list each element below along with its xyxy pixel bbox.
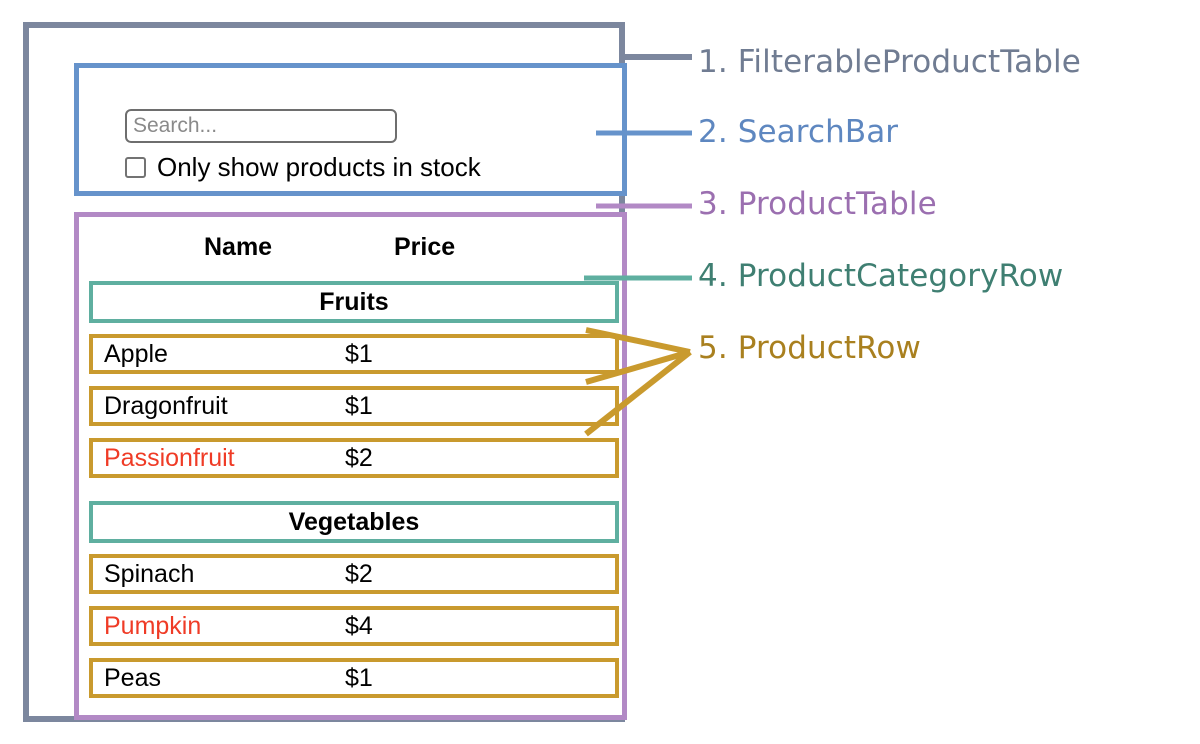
product-row: Apple $1 (89, 334, 619, 374)
product-name: Passionfruit (104, 444, 235, 472)
product-category-label: Fruits (319, 288, 389, 316)
legend-item-product-table: 3. ProductTable (698, 186, 937, 222)
product-row: Dragonfruit $1 (89, 386, 619, 426)
search-bar-frame: Only show products in stock (74, 63, 627, 196)
product-category-label: Vegetables (288, 508, 420, 536)
product-row: Passionfruit $2 (89, 438, 619, 478)
product-price: $1 (345, 664, 373, 692)
column-header-name: Name (204, 233, 273, 261)
product-table-frame: Name Price Fruits Apple $1 Dragonfruit $… (74, 212, 627, 720)
product-row: Pumpkin $4 (89, 606, 619, 646)
legend-item-product-row: 5. ProductRow (698, 330, 921, 366)
product-table-header: Name Price (79, 233, 622, 267)
checkbox-icon[interactable] (125, 156, 146, 178)
legend-item-search-bar: 2. SearchBar (698, 114, 899, 150)
product-name: Spinach (104, 560, 195, 588)
product-name: Apple (104, 340, 168, 368)
legend-item-product-category-row: 4. ProductCategoryRow (698, 258, 1064, 294)
product-category-row: Vegetables (89, 501, 619, 543)
product-price: $1 (345, 340, 373, 368)
product-name: Dragonfruit (104, 392, 228, 420)
product-row: Peas $1 (89, 658, 619, 698)
search-input[interactable] (125, 109, 397, 143)
product-price: $2 (345, 444, 373, 472)
product-name: Peas (104, 664, 161, 692)
legend-item-filterable-product-table: 1. FilterableProductTable (698, 44, 1081, 80)
product-price: $4 (345, 612, 373, 640)
filterable-product-table-frame: Only show products in stock Name Price F… (23, 22, 627, 722)
in-stock-checkbox-label: Only show products in stock (157, 152, 481, 182)
product-category-row: Fruits (89, 281, 619, 323)
in-stock-checkbox-row[interactable]: Only show products in stock (125, 153, 481, 181)
product-price: $2 (345, 560, 373, 588)
product-table-rows: Fruits Apple $1 Dragonfruit $1 Passionfr… (89, 281, 619, 710)
product-price: $1 (345, 392, 373, 420)
column-header-price: Price (394, 233, 456, 261)
group-separator (89, 490, 619, 501)
product-name: Pumpkin (104, 612, 202, 640)
product-row: Spinach $2 (89, 554, 619, 594)
